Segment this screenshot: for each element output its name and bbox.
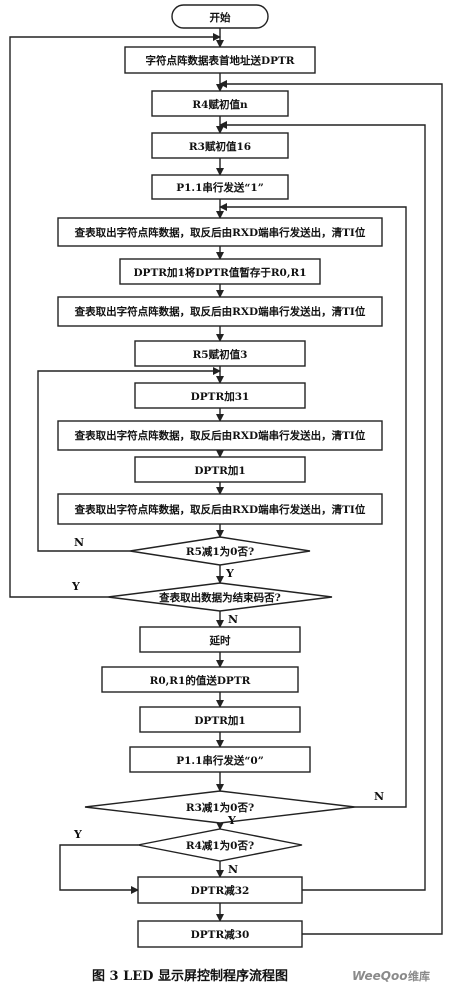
decision-r3-label: R3减1为0否? — [186, 801, 254, 814]
step-12-label: 查表取出字符点阵数据，取反后由RXD端串行发送出，清TI位 — [74, 503, 366, 516]
step-13-label: 延时 — [209, 634, 231, 647]
step-14-label: R0,R1的值送DPTR — [150, 674, 251, 687]
d4-yes-label: Y — [73, 828, 82, 841]
step-12-box — [57, 493, 383, 525]
step-15-label: DPTR加1 — [194, 714, 245, 727]
step-17-box — [137, 876, 303, 904]
d3-no-label: N — [374, 790, 384, 803]
start-label: 开始 — [210, 11, 231, 24]
step-2-box — [151, 90, 289, 117]
step-4-box — [151, 174, 289, 200]
step-3-label: R3赋初值16 — [189, 140, 251, 153]
decision-r4-diamond — [137, 828, 303, 862]
d1-yes-label: Y — [225, 567, 234, 580]
step-1-label: 字符点阵数据表首地址送DPTR — [145, 54, 294, 67]
step-13-box — [139, 626, 301, 653]
step-1-box — [124, 46, 316, 74]
decision-r3-diamond — [84, 790, 356, 824]
step-9-box — [134, 382, 306, 409]
d1-no-label: N — [74, 536, 84, 549]
step-3-box — [151, 132, 289, 159]
step-6-box — [119, 258, 321, 285]
step-15-box — [139, 706, 301, 733]
step-16-label: P1.1串行发送“0” — [176, 754, 264, 767]
step-5-box — [57, 217, 383, 247]
decision-r4-label: R4减1为0否? — [186, 839, 254, 852]
figure-caption: 图 3 LED 显示屏控制程序流程图 — [92, 968, 288, 984]
step-17-label: DPTR减32 — [191, 884, 250, 897]
step-11-label: DPTR加1 — [194, 464, 245, 477]
decision-end-code-label: 查表取出数据为结束码否? — [158, 591, 281, 604]
start-terminal — [171, 4, 269, 29]
watermark-brand: WeeQoo — [352, 969, 407, 983]
d3-yes-label: Y — [227, 814, 236, 827]
step-10-box — [57, 420, 383, 451]
step-18-label: DPTR减30 — [191, 928, 250, 941]
step-7-box — [57, 296, 383, 327]
step-6-label: DPTR加1将DPTR值暂存于R0,R1 — [133, 266, 306, 279]
step-16-box — [129, 746, 311, 773]
d2-yes-label: Y — [71, 580, 80, 593]
step-8-box — [134, 340, 306, 367]
d2-no-label: N — [228, 613, 238, 626]
watermark-logo: WeeQoo 维库 — [352, 969, 430, 983]
decision-r5-label: R5减1为0否? — [186, 545, 254, 558]
step-18-box — [137, 920, 303, 948]
step-4-label: P1.1串行发送“1” — [176, 181, 264, 194]
step-9-label: DPTR加31 — [191, 390, 250, 403]
step-7-label: 查表取出字符点阵数据，取反后由RXD端串行发送出，清TI位 — [74, 305, 366, 318]
step-2-label: R4赋初值n — [192, 98, 248, 111]
step-8-label: R5赋初值3 — [193, 348, 248, 361]
decision-end-code-diamond — [107, 582, 333, 612]
watermark-suffix: 维库 — [408, 969, 430, 983]
step-5-label: 查表取出字符点阵数据，取反后由RXD端串行发送出，清TI位 — [74, 226, 366, 239]
d4-no-label: N — [228, 863, 238, 876]
connectors — [9, 28, 443, 935]
step-14-box — [101, 666, 299, 693]
step-10-label: 查表取出字符点阵数据，取反后由RXD端串行发送出，清TI位 — [74, 429, 366, 442]
decision-r5-diamond — [129, 536, 311, 566]
step-11-box — [134, 456, 306, 483]
